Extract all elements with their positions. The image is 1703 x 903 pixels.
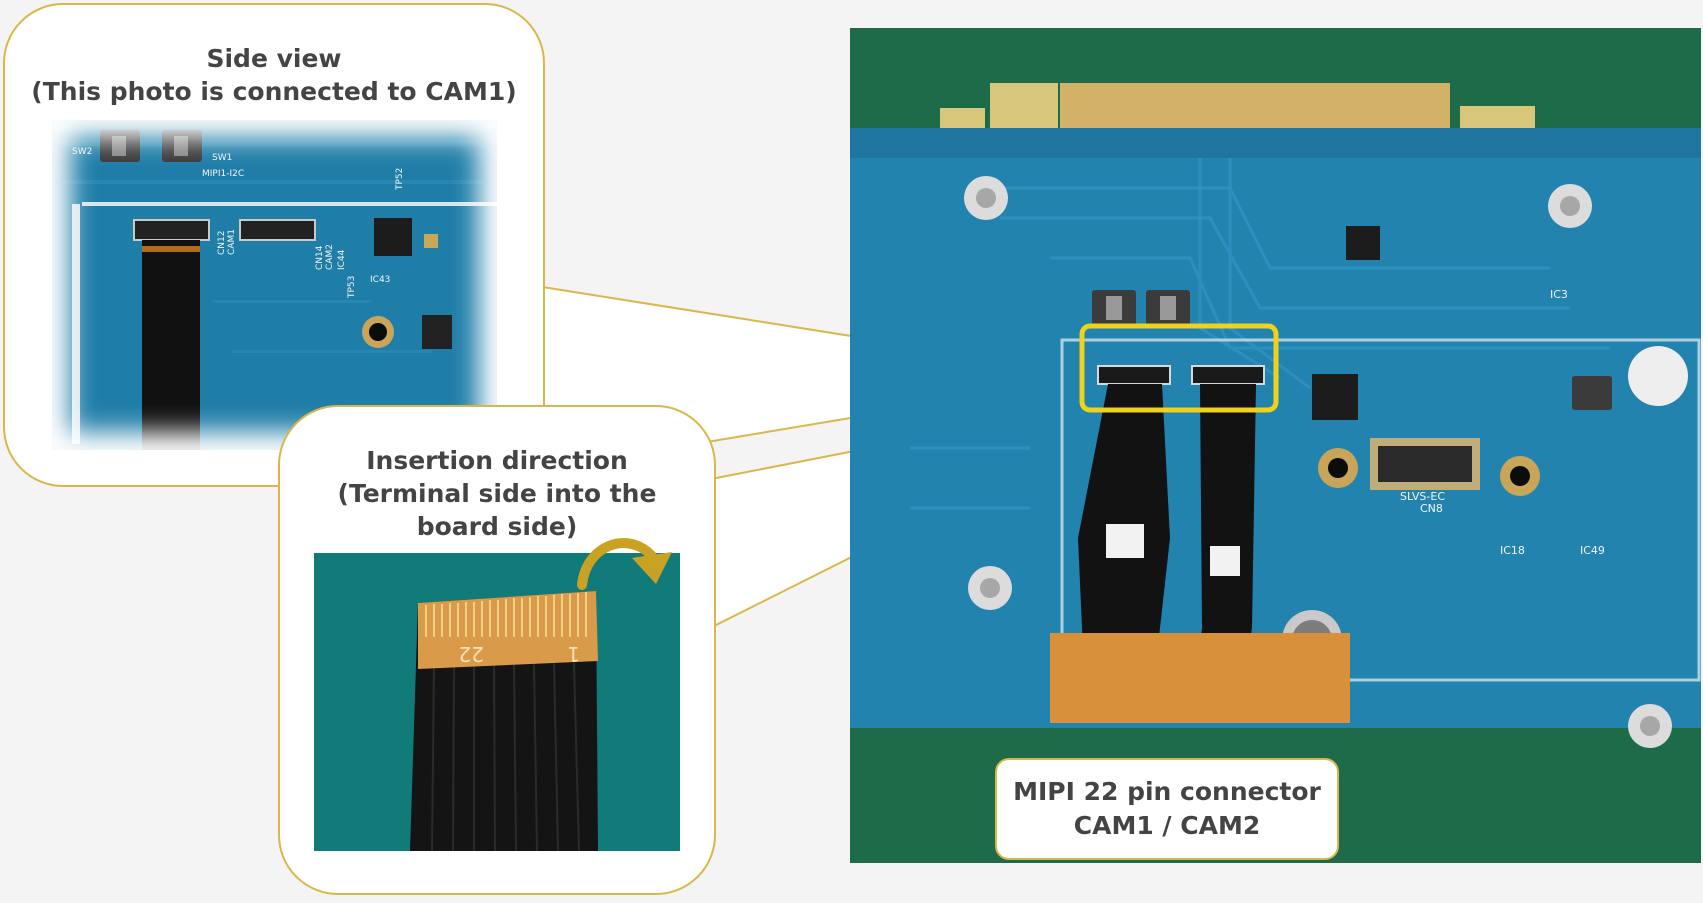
side-label-cn14: CN14	[315, 245, 325, 270]
side-label-mipi: MIPI1-I2C	[202, 169, 244, 179]
mipi-connector-label: MIPI 22 pin connector CAM1 / CAM2	[995, 775, 1339, 843]
side-label-sw2: SW2	[72, 147, 92, 157]
mipi-label-line1: MIPI 22 pin connector	[1013, 777, 1321, 806]
side-label-ic44: IC44	[337, 249, 347, 270]
cable-pin-22-label: 22	[459, 642, 484, 666]
mipi-label-box	[995, 758, 1339, 860]
board-label-ic49: IC49	[1580, 544, 1605, 557]
side-label-ic43: IC43	[370, 275, 390, 285]
side-label-cam1: CAM1	[227, 229, 237, 255]
cable-pin-1-label: 1	[567, 642, 580, 666]
board-photo: CN8 SLVS-EC IC18 IC49 IC3	[850, 28, 1701, 863]
side-label-tp52: TP52	[395, 168, 405, 191]
side-label-sw1: SW1	[212, 153, 232, 163]
insertion-title-line1: Insertion direction	[366, 446, 628, 475]
side-label-cn12: CN12	[217, 231, 227, 255]
side-view-title-line2: (This photo is connected to CAM1)	[31, 77, 517, 106]
cable-photo: 22 1	[314, 553, 680, 851]
side-view-title: Side view (This photo is connected to CA…	[3, 42, 545, 108]
insertion-title-line2: (Terminal side into the	[337, 479, 657, 508]
side-label-cam2: CAM2	[325, 244, 335, 270]
board-label-cn8: CN8	[1420, 502, 1443, 515]
side-label-tp53: TP53	[347, 276, 357, 299]
board-label-slvs: SLVS-EC	[1400, 490, 1445, 503]
side-view-photo: CN12 CAM1 CN14 CAM2 IC44 MIPI1-I2C SW1 S…	[52, 120, 497, 450]
insertion-title-line3: board side)	[416, 512, 578, 541]
insertion-title: Insertion direction (Terminal side into …	[278, 444, 716, 543]
mipi-label-line2: CAM1 / CAM2	[1073, 811, 1261, 840]
board-label-ic3: IC3	[1550, 288, 1568, 301]
side-view-title-line1: Side view	[206, 44, 342, 73]
board-label-ic18: IC18	[1500, 544, 1525, 557]
